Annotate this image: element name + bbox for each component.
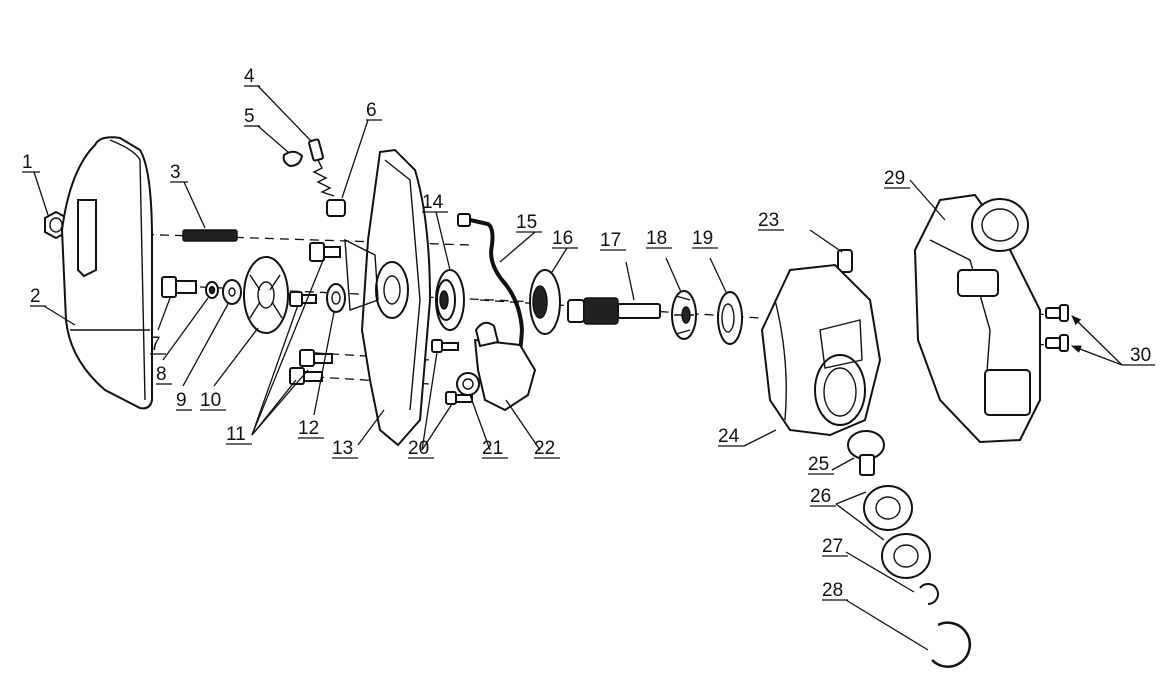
part-10-fan-wheel (243, 256, 289, 334)
label-18: 18 (646, 228, 667, 249)
part-11-screws (289, 242, 341, 385)
part-18-bevel-gear (671, 290, 697, 340)
label-23: 23 (758, 210, 779, 231)
part-16-gear (529, 269, 561, 335)
label-28: 28 (822, 580, 843, 601)
part-26-bearings (863, 485, 931, 579)
label-3: 3 (170, 162, 181, 183)
part-9-washer (222, 279, 242, 305)
part-labels: 1 2 3 4 5 6 7 8 9 10 11 12 13 14 15 16 1… (22, 66, 1151, 601)
label-22: 22 (534, 438, 555, 459)
part-13-plate (344, 148, 432, 447)
label-21: 21 (482, 438, 503, 459)
label-17: 17 (600, 230, 621, 251)
part-3-threaded-rod (182, 229, 238, 242)
label-24: 24 (718, 426, 740, 447)
part-7-bolt (161, 276, 197, 298)
part-25-pinion (847, 430, 885, 476)
part-6-fitting (326, 199, 346, 217)
label-10: 10 (200, 390, 221, 411)
part-28-snap-ring (931, 621, 971, 668)
part-21-nut (456, 372, 480, 396)
part-17-shaft (567, 297, 661, 325)
part-4-bolt (308, 138, 335, 197)
part-14-bearing (435, 269, 465, 331)
part-19-bearing (717, 291, 743, 345)
label-4: 4 (244, 66, 255, 87)
label-11: 11 (226, 424, 246, 445)
part-24-housing (760, 263, 882, 437)
label-30: 30 (1130, 345, 1151, 366)
label-8: 8 (156, 364, 167, 385)
label-13: 13 (332, 438, 353, 459)
part-12-ring (326, 283, 346, 313)
label-2: 2 (30, 286, 41, 307)
part-30-bolts (1045, 304, 1069, 352)
part-8-washer (205, 281, 219, 299)
label-12: 12 (298, 418, 319, 439)
label-14: 14 (422, 192, 444, 213)
label-26: 26 (810, 486, 831, 507)
label-19: 19 (692, 228, 713, 249)
leader-lines (33, 85, 1123, 651)
label-27: 27 (822, 536, 843, 557)
label-5: 5 (244, 106, 255, 127)
label-6: 6 (366, 100, 377, 121)
label-20: 20 (408, 438, 429, 459)
label-25: 25 (808, 454, 829, 475)
part-22-bracket (473, 321, 537, 412)
part-29-clamp (913, 193, 1041, 444)
part-5-clip (282, 150, 304, 168)
part-2-cover (60, 136, 153, 410)
label-underlines (22, 85, 1155, 601)
label-9: 9 (176, 390, 187, 411)
label-29: 29 (884, 168, 905, 189)
part-23-fitting (837, 249, 853, 273)
label-15: 15 (516, 212, 537, 233)
part-20-screws (431, 339, 473, 405)
label-1: 1 (22, 152, 33, 173)
part-27-clip (919, 583, 939, 605)
label-16: 16 (552, 228, 573, 249)
label-7: 7 (150, 334, 161, 355)
